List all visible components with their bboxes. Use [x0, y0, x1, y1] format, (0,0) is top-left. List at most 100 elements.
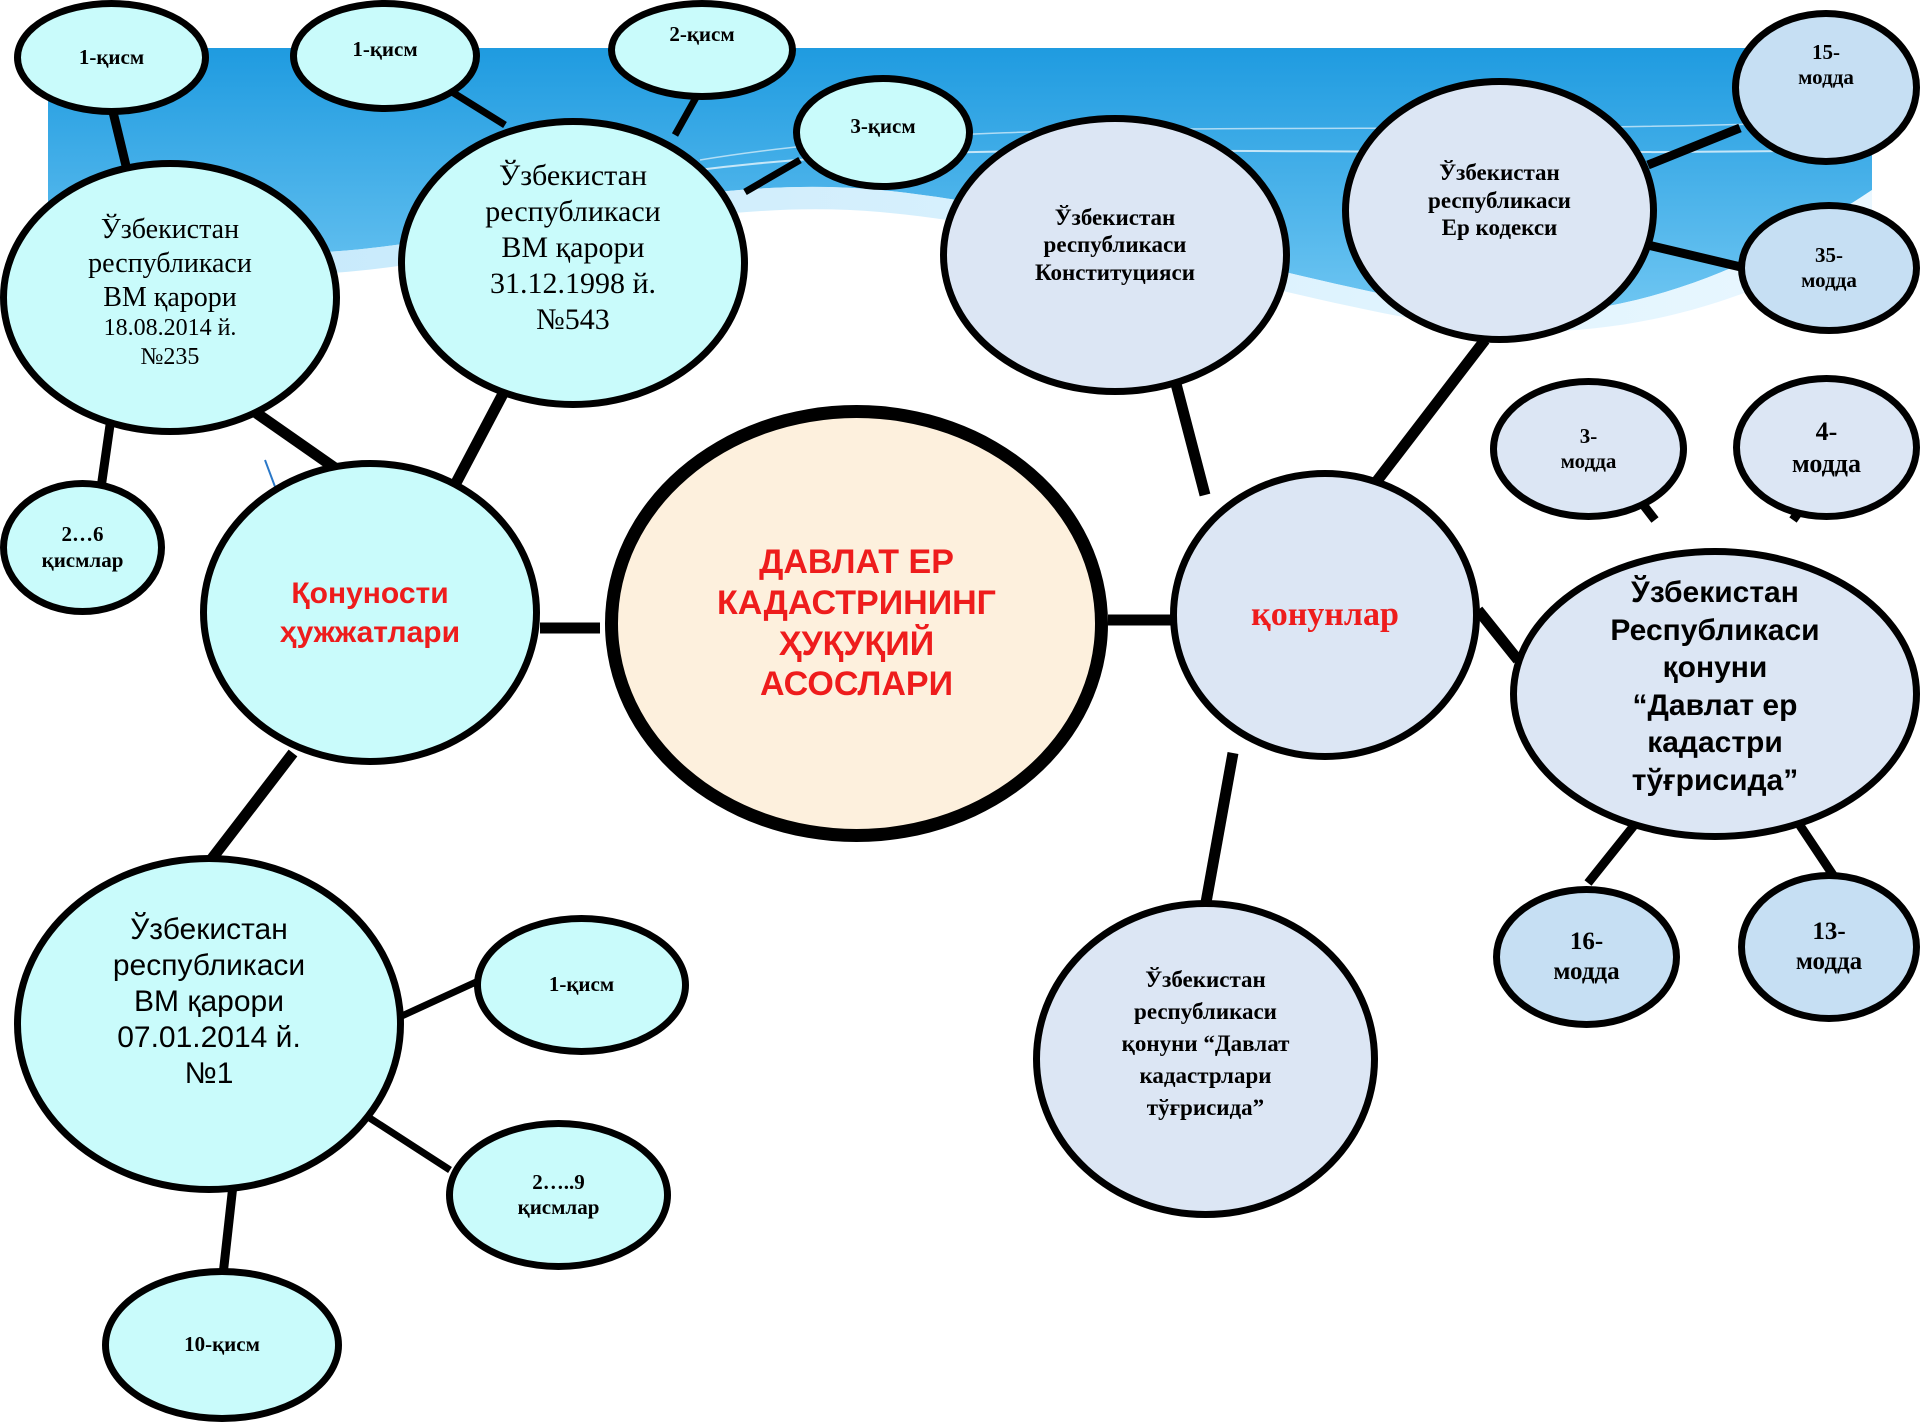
link-vm543-part1: [450, 89, 507, 128]
laws-label-line: қонунлар: [1251, 595, 1399, 633]
article-label: 3-: [1579, 423, 1598, 448]
link-vm1-part1: [391, 978, 478, 1024]
part-label: 2…..9: [532, 1169, 585, 1194]
vm235-line: 18.08.2014 й.: [103, 315, 237, 342]
center-topic-line: ҲУҚУҚИЙ: [778, 624, 935, 663]
law-land-cadastre-line: кадастри: [1647, 726, 1783, 759]
part-label: 1-қисм: [78, 44, 145, 69]
vm543-line: №543: [536, 303, 610, 336]
vm1-line: республикаси: [112, 948, 306, 982]
vm1-parts-2-9-node: 2…..9 қисмлар: [446, 1120, 671, 1270]
link-vm1-parts2-9: [363, 1112, 452, 1173]
land-code-article-35-node: 35- модда: [1738, 202, 1920, 334]
vm543-part-2-node: 2-қисм: [608, 0, 796, 100]
part-label: 2-қисм: [669, 22, 735, 47]
link-vm1-part10: [218, 1184, 238, 1276]
law-land-cadastre-line: қонуни: [1662, 651, 1768, 684]
constitution-line: республикаси: [1043, 232, 1187, 258]
land-code-line: Ер кодекси: [1441, 215, 1558, 241]
vm1-line: 07.01.2014 й.: [117, 1020, 301, 1054]
vm-decree-543-node: Ўзбекистан республикаси ВМ қарори 31.12.…: [398, 118, 748, 408]
link-landcode-art35: [1646, 240, 1747, 273]
center-topic-line: АСОСЛАРИ: [759, 665, 954, 704]
article-label: модда: [1792, 448, 1861, 478]
link-laws-landcadastre: [1473, 606, 1523, 664]
law-land-cadastre-line: Республикаси: [1610, 613, 1820, 647]
center-topic-line: ДАВЛАТ ЕР: [759, 542, 954, 581]
constitution-line: Ўзбекистан: [1054, 204, 1176, 230]
article-label: модда: [1801, 268, 1857, 292]
article-label: 35-: [1814, 242, 1843, 267]
land-code-article-15-node: 15- модда: [1732, 10, 1920, 165]
law-article-13-node: 13- модда: [1738, 872, 1920, 1022]
vm-decree-235-node: Ўзбекистан республикаси ВМ қарори 18.08.…: [0, 160, 340, 435]
vm1-line: ВМ қарори: [134, 984, 284, 1018]
part-label: 10-қисм: [184, 1332, 260, 1357]
link-laws-constitution: [1169, 378, 1211, 497]
regulations-branch-node: Қонуности ҳужжатлари: [200, 460, 540, 765]
article-label: 16-: [1569, 928, 1604, 955]
article-label: 15-: [1811, 39, 1840, 64]
vm-decree-1-node: Ўзбекистан республикаси ВМ қарори 07.01.…: [14, 855, 404, 1193]
link-landcode-art15: [1646, 123, 1742, 170]
center-topic-node: ДАВЛАТ ЕР КАДАСТРИНИНГ ҲУҚУҚИЙ АСОСЛАРИ: [605, 405, 1108, 842]
law-cadastres-line: Ўзбекистан: [1145, 966, 1266, 992]
constitution-node: Ўзбекистан республикаси Конституцияси: [940, 115, 1290, 395]
vm1-line: Ўзбекистан: [130, 912, 288, 946]
vm235-line: республикаси: [88, 247, 252, 279]
vm235-line: №235: [140, 343, 200, 370]
vm1-part-10-node: 10-қисм: [102, 1268, 342, 1422]
vm543-line: 31.12.1998 й.: [489, 267, 657, 300]
vm235-parts-2-6-node: 2…6 қисмлар: [0, 480, 165, 615]
land-code-node: Ўзбекистан республикаси Ер кодекси: [1342, 78, 1657, 343]
part-label: 3-қисм: [850, 113, 916, 138]
constitution-line: Конституцияси: [1035, 259, 1195, 285]
vm235-line: ВМ қарори: [103, 281, 237, 313]
law-article-4-node: 4- модда: [1733, 375, 1920, 520]
vm543-line: республикаси: [485, 195, 661, 228]
link-landcadastre-art13: [1791, 815, 1837, 878]
link-vm235-part1: [108, 110, 132, 172]
link-vm543-part3: [743, 156, 802, 196]
article-label: 4-: [1815, 417, 1838, 447]
article-label: модда: [1795, 948, 1863, 975]
vm235-line: Ўзбекистан: [100, 214, 240, 246]
law-land-cadastre-node: Ўзбекистан Республикаси қонуни “Давлат е…: [1510, 548, 1920, 840]
law-cadastres-line: тўғрисида”: [1146, 1095, 1265, 1121]
regulations-label-line: ҳужжатлари: [279, 615, 461, 649]
law-cadastres-node: Ўзбекистан республикаси қонуни “Давлат к…: [1033, 900, 1378, 1218]
link-laws-cadastres: [1199, 752, 1239, 909]
land-code-line: республикаси: [1428, 187, 1571, 213]
vm543-line: Ўзбекистан: [498, 159, 648, 192]
law-cadastres-line: қонуни “Давлат: [1121, 1030, 1290, 1056]
article-label: модда: [1553, 958, 1620, 985]
part-label: қисмлар: [41, 547, 124, 572]
article-label: модда: [1560, 449, 1617, 473]
part-label: 2…6: [61, 522, 104, 547]
law-land-cadastre-line: “Давлат ер: [1632, 688, 1798, 722]
law-cadastres-line: кадастрлари: [1139, 1063, 1272, 1089]
part-label: қисмлар: [517, 1195, 600, 1219]
part-label: 1-қисм: [352, 37, 418, 62]
vm1-line: №1: [184, 1056, 234, 1090]
link-laws-landcode: [1365, 336, 1490, 494]
vm543-line: ВМ қарори: [501, 231, 645, 264]
vm543-part-3-node: 3-қисм: [793, 75, 973, 190]
vm1-part-1-node: 1-қисм: [474, 915, 689, 1055]
land-code-line: Ўзбекистан: [1439, 160, 1560, 186]
vm235-part-1-node: 1-қисм: [14, 0, 209, 115]
regulations-label-line: Қонуности: [291, 576, 449, 610]
law-article-16-node: 16- модда: [1493, 886, 1680, 1028]
center-topic-line: КАДАСТРИНИНГ: [717, 583, 996, 622]
link-regulations-vm1: [202, 749, 298, 869]
article-label: 13-: [1812, 918, 1846, 945]
law-land-cadastre-line: тўғрисида”: [1631, 763, 1799, 797]
laws-branch-node: қонунлар: [1170, 470, 1480, 760]
part-label: 1-қисм: [548, 972, 615, 997]
article-label: модда: [1798, 65, 1854, 89]
link-landcadastre-art16: [1584, 815, 1644, 886]
law-land-cadastre-line: Ўзбекистан: [1631, 576, 1799, 609]
law-article-3-node: 3- модда: [1490, 378, 1687, 520]
vm543-part-1-node: 1-қисм: [290, 0, 480, 112]
law-cadastres-line: республикаси: [1134, 998, 1277, 1024]
